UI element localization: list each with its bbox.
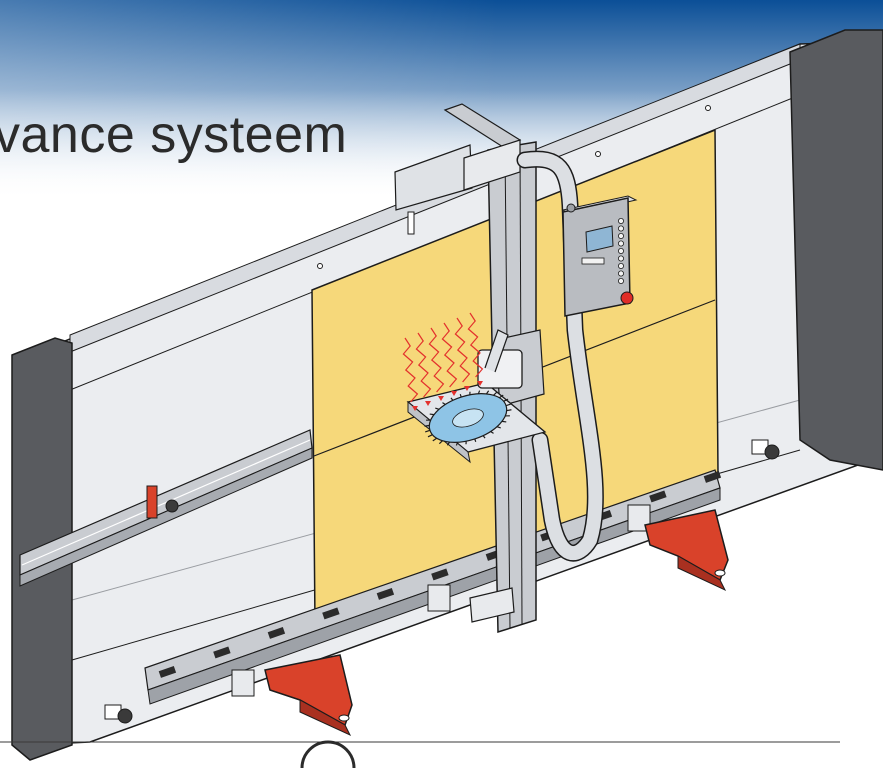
blade-tooth	[425, 429, 431, 433]
control-button	[618, 277, 625, 284]
blade-tooth	[505, 415, 510, 417]
frame-hole	[705, 105, 711, 111]
clamp-block	[231, 669, 255, 697]
support-roller	[213, 646, 231, 659]
blade-tooth	[424, 424, 430, 427]
heat-line	[415, 332, 432, 398]
frame-hole	[595, 151, 601, 157]
blade-tooth	[498, 394, 504, 399]
support-roller	[267, 627, 286, 639]
control-button	[618, 262, 625, 269]
heat-arrow	[451, 391, 457, 396]
support-roller	[649, 490, 667, 503]
column-foot	[469, 587, 515, 623]
blade-tooth	[505, 403, 511, 407]
blade-tooth	[432, 437, 438, 442]
blade-tooth	[493, 391, 498, 396]
blade-tooth	[427, 434, 433, 438]
heat-arrow	[425, 401, 431, 406]
rail-stop-knob-icon	[165, 499, 179, 513]
blade-tooth	[501, 420, 507, 423]
page-title: vance systeem	[0, 106, 347, 164]
control-button	[618, 217, 625, 224]
support-foot-icon	[264, 654, 353, 737]
heat-line	[402, 337, 419, 403]
bottom-support	[144, 469, 722, 705]
control-button	[618, 240, 625, 247]
footer-decor	[0, 740, 840, 768]
control-button	[618, 225, 625, 232]
blade-tooth	[426, 419, 431, 421]
support-roller	[322, 607, 340, 620]
support-roller	[376, 588, 395, 600]
control-button	[618, 247, 625, 254]
clamp-knob-icon	[751, 439, 780, 460]
emergency-stop-button	[620, 291, 634, 305]
heat-arrow	[438, 396, 444, 401]
control-buttons	[618, 217, 625, 284]
heat-arrow	[412, 406, 418, 411]
saw-blade-icon	[424, 390, 512, 446]
frame-slot	[407, 211, 415, 235]
blade-tooth	[438, 440, 443, 445]
blade-tooth	[429, 413, 435, 416]
heat-line	[441, 322, 458, 388]
blade-tooth	[506, 409, 512, 412]
support-foot-icon	[644, 509, 729, 592]
control-panel-icon	[561, 195, 638, 317]
heat-line	[428, 327, 445, 393]
measuring-rail	[19, 429, 313, 587]
frame-right-post	[789, 29, 883, 471]
heat-line	[454, 317, 471, 383]
frame-hole	[317, 263, 323, 269]
heat-line	[467, 312, 484, 378]
support-roller	[158, 666, 177, 678]
control-button	[618, 255, 625, 262]
dust-extraction-hose-icon	[516, 150, 604, 562]
control-button	[618, 270, 625, 277]
heat-arrow	[477, 381, 483, 386]
heat-lines	[402, 312, 484, 411]
clamp-block	[427, 584, 451, 612]
rail-stop	[146, 485, 158, 519]
control-display	[585, 225, 614, 253]
support-roller	[703, 471, 722, 483]
heat-arrow	[464, 386, 470, 391]
saw-handle	[484, 329, 509, 373]
support-roller	[431, 568, 449, 581]
clamp-knob-icon	[104, 704, 133, 724]
control-button	[618, 232, 625, 239]
saw-carriage	[406, 329, 547, 464]
blade-tooth	[503, 398, 509, 402]
